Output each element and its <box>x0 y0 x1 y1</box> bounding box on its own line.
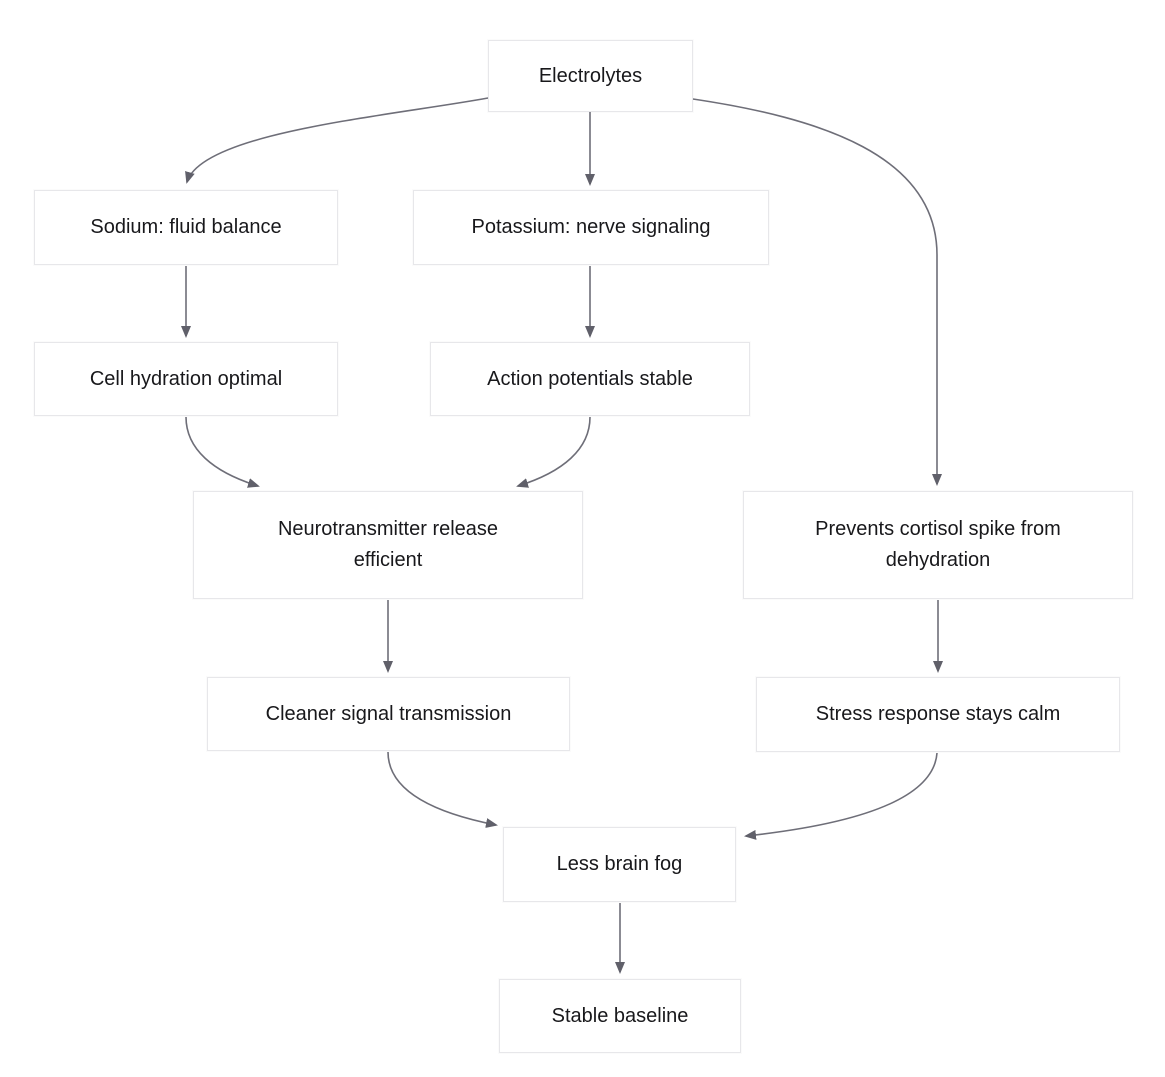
edge-action-potentials-neurotransmitter <box>516 416 591 488</box>
node-action-potentials: Action potentials stable <box>430 342 750 416</box>
node-potassium: Potassium: nerve signaling <box>413 190 769 265</box>
edge-cleaner-signal-less-brain-fog <box>387 751 498 828</box>
node-cell-hydration-label: Cell hydration optimal <box>89 367 283 390</box>
node-electrolytes: Electrolytes <box>488 40 693 112</box>
node-less-brain-fog: Less brain fog <box>503 827 736 902</box>
node-cell-hydration: Cell hydration optimal <box>34 342 338 416</box>
node-stable-baseline: Stable baseline <box>499 979 741 1053</box>
node-cleaner-signal: Cleaner signal transmission <box>207 677 570 751</box>
node-electrolytes-label: Electrolytes <box>538 64 643 87</box>
node-neurotransmitter-label: Neurotransmitter release efficient <box>277 518 499 571</box>
node-less-brain-fog-label: Less brain fog <box>556 853 683 875</box>
node-potassium-label: Potassium: nerve signaling <box>471 216 711 238</box>
edge-electrolytes-sodium <box>185 97 489 184</box>
node-stress-response-label: Stress response stays calm <box>815 703 1061 725</box>
node-sodium-label: Sodium: fluid balance <box>90 216 282 238</box>
node-cortisol: Prevents cortisol spike from dehydration <box>743 491 1133 599</box>
node-stress-response: Stress response stays calm <box>756 677 1120 752</box>
node-action-potentials-label: Action potentials stable <box>487 367 693 390</box>
node-cleaner-signal-label: Cleaner signal transmission <box>265 702 512 725</box>
node-neurotransmitter: Neurotransmitter release efficient <box>193 491 583 599</box>
node-sodium: Sodium: fluid balance <box>34 190 338 265</box>
edge-electrolytes-cortisol <box>692 98 942 486</box>
edge-stress-response-less-brain-fog <box>744 752 938 840</box>
node-cortisol-label: Prevents cortisol spike from dehydration <box>815 518 1061 571</box>
edge-cell-hydration-neurotransmitter <box>185 416 260 488</box>
node-stable-baseline-label: Stable baseline <box>551 1004 689 1027</box>
